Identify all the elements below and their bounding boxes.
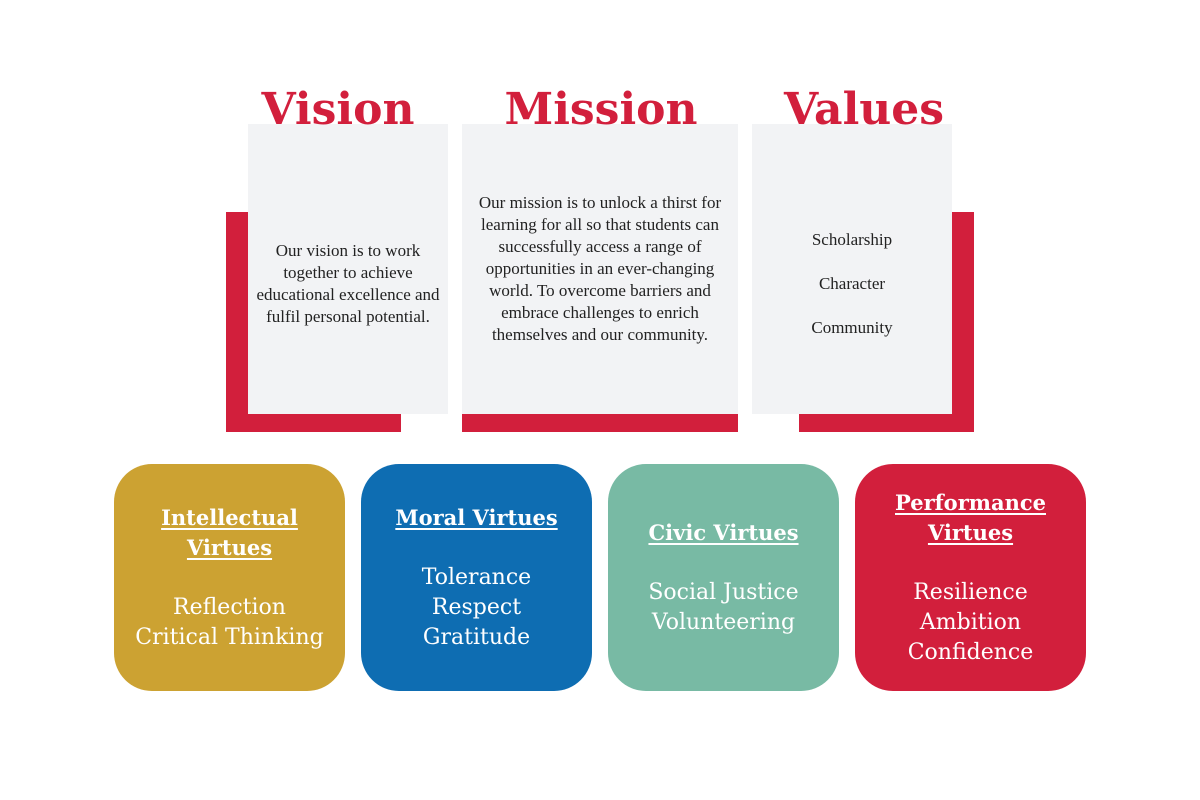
virtue-item: Reflection [173,594,286,620]
virtue-item: Ambition [919,609,1022,635]
virtue-card-items: Tolerance Respect Gratitude [422,563,531,653]
virtue-card-title: Intellectual Virtues [161,504,298,560]
virtue-card-title: Performance Virtues [895,489,1046,545]
virtue-item: Social Justice [648,579,799,605]
intellectual-virtues-card: Intellectual Virtues Reflection Critical… [114,464,345,691]
values-card: Scholarship Character Community [752,124,952,414]
virtue-item: Volunteering [651,609,796,635]
virtue-item: Tolerance [421,564,532,590]
values-item: Community [811,318,893,337]
virtue-item: Gratitude [422,624,531,650]
performance-virtues-card: Performance Virtues Resilience Ambition … [855,464,1086,691]
virtue-card-items: Social Justice Volunteering [648,578,798,638]
vision-card: Our vision is to work together to achiev… [248,124,448,414]
mission-card: Our mission is to unlock a thirst for le… [462,124,738,414]
civic-virtues-card: Civic Virtues Social Justice Volunteerin… [608,464,839,691]
vision-panel: Our vision is to work together to achiev… [226,60,450,440]
mission-accent-block [462,410,738,432]
virtue-card-title: Civic Virtues [648,519,799,545]
virtue-item: Resilience [913,579,1028,605]
vision-title: Vision [261,84,415,135]
mission-panel: Our mission is to unlock a thirst for le… [462,60,740,440]
virtue-item: Respect [431,594,522,620]
virtue-item: Critical Thinking [135,624,324,650]
virtue-card-items: Resilience Ambition Confidence [908,578,1034,668]
values-title: Values [783,84,945,135]
values-item: Scholarship [811,230,893,249]
virtue-card-items: Reflection Critical Thinking [135,593,323,653]
virtue-card-title: Moral Virtues [395,504,558,530]
virtue-item: Confidence [907,639,1034,665]
values-item: Character [818,274,886,293]
mission-title: Mission [504,84,698,135]
values-list: Scholarship Character Community [811,229,892,339]
values-panel: Scholarship Character Community Values [752,60,976,440]
mission-text: Our mission is to unlock a thirst for le… [478,193,722,344]
vision-text: Our vision is to work together to achiev… [256,241,440,326]
moral-virtues-card: Moral Virtues Tolerance Respect Gratitud… [361,464,592,691]
